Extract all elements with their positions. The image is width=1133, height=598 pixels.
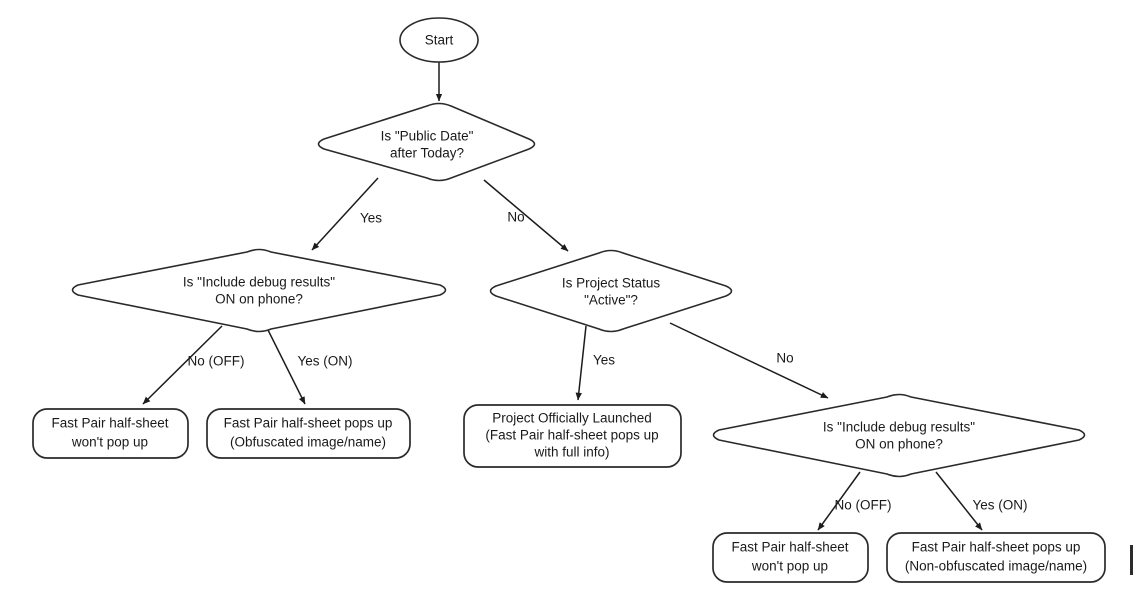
debug-left-line2: ON on phone? — [215, 292, 303, 307]
node-outcome-right-on[interactable]: Fast Pair half-sheet pops up (Non-obfusc… — [886, 532, 1106, 583]
start-ellipse — [399, 17, 479, 63]
outcome-right-off-line1: Fast Pair half-sheet — [731, 540, 848, 555]
outcome-launched-box — [463, 404, 682, 468]
edge-label-debug-left-off: No (OFF) — [188, 354, 245, 369]
edge-label-project-status-no: No — [776, 351, 793, 366]
edge-debug-right-on — [935, 471, 983, 531]
debug-right-line2: ON on phone? — [855, 437, 943, 452]
public-date-line2: after Today? — [390, 146, 464, 161]
debug-right-line1: Is "Include debug results" — [823, 420, 975, 435]
edge-debug-left-on — [265, 325, 306, 405]
edge-public-date-no — [483, 179, 569, 252]
node-decision-debug-right[interactable]: Is "Include debug results" ON on phone? — [712, 393, 1086, 478]
public-date-diamond — [317, 102, 536, 182]
edge-label-public-date-yes: Yes — [360, 211, 382, 226]
edge-public-date-yes — [311, 177, 379, 251]
page-edge-artifact — [1130, 545, 1133, 575]
node-outcome-launched[interactable]: Project Officially Launched (Fast Pair h… — [463, 404, 682, 468]
edge-labels-layer: Yes No No (OFF) Yes (ON) Yes No No (OFF)… — [188, 210, 1028, 513]
outcome-left-off-line2: won't pop up — [71, 435, 148, 450]
node-start[interactable]: Start — [399, 17, 479, 63]
start-label: Start — [425, 33, 454, 48]
edge-debug-left-off — [142, 325, 223, 405]
edge-project-status-no — [669, 322, 829, 399]
outcome-right-on-line2: (Non-obfuscated image/name) — [905, 559, 1087, 574]
outcome-left-on-line1: Fast Pair half-sheet pops up — [224, 416, 393, 431]
outcome-right-on-line1: Fast Pair half-sheet pops up — [912, 540, 1081, 555]
edge-label-project-status-yes: Yes — [593, 353, 615, 368]
outcome-launched-line2: (Fast Pair half-sheet pops up — [485, 428, 658, 443]
debug-right-diamond — [712, 393, 1086, 478]
outcome-left-off-line1: Fast Pair half-sheet — [51, 416, 168, 431]
edge-label-debug-left-on: Yes (ON) — [297, 354, 352, 369]
edge-debug-right-off — [817, 471, 861, 531]
project-status-line2: "Active"? — [584, 293, 638, 308]
node-decision-debug-left[interactable]: Is "Include debug results" ON on phone? — [71, 248, 447, 333]
edge-label-debug-right-on: Yes (ON) — [972, 498, 1027, 513]
outcome-launched-line3: with full info) — [533, 445, 609, 460]
node-outcome-left-on[interactable]: Fast Pair half-sheet pops up (Obfuscated… — [206, 408, 411, 459]
outcome-right-off-box — [712, 532, 869, 583]
edge-label-public-date-no: No — [507, 210, 524, 225]
outcome-right-off-line2: won't pop up — [751, 559, 828, 574]
public-date-line1: Is "Public Date" — [381, 129, 474, 144]
outcome-launched-line1: Project Officially Launched — [492, 411, 652, 426]
node-decision-public-date[interactable]: Is "Public Date" after Today? — [317, 102, 536, 182]
node-outcome-right-off[interactable]: Fast Pair half-sheet won't pop up — [712, 532, 869, 583]
outcome-left-on-line2: (Obfuscated image/name) — [230, 435, 386, 450]
edge-label-debug-right-off: No (OFF) — [835, 498, 892, 513]
outcome-left-off-box — [32, 408, 189, 459]
node-decision-project-status[interactable]: Is Project Status "Active"? — [489, 249, 733, 333]
project-status-diamond — [489, 249, 733, 333]
node-outcome-left-off[interactable]: Fast Pair half-sheet won't pop up — [32, 408, 189, 459]
outcome-left-on-box — [206, 408, 411, 459]
debug-left-line1: Is "Include debug results" — [183, 275, 335, 290]
edge-project-status-yes — [575, 325, 587, 401]
debug-left-diamond — [71, 248, 447, 333]
project-status-line1: Is Project Status — [562, 276, 661, 291]
outcome-right-on-box — [886, 532, 1106, 583]
edges-layer — [142, 62, 983, 531]
